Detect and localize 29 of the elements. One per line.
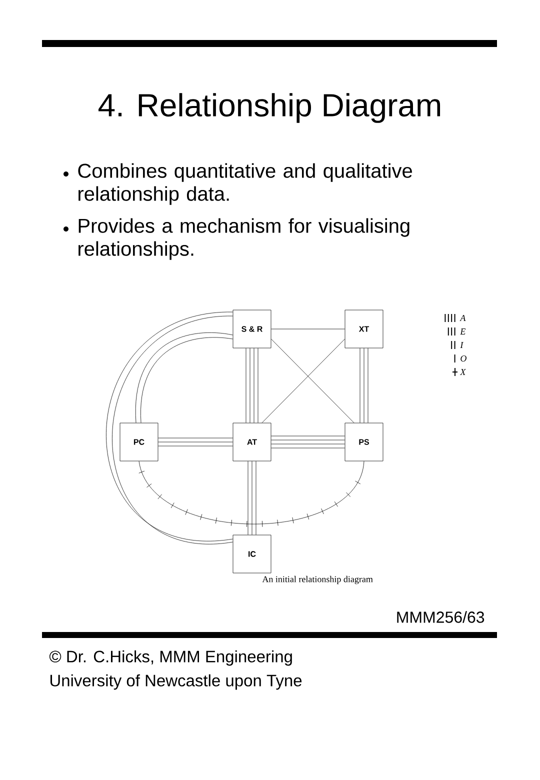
connector [262, 338, 345, 423]
slide-title: 4. Relationship Diagram [98, 93, 440, 123]
process-box: S & R [232, 310, 272, 348]
process-box: PC [120, 422, 158, 462]
legend-entry: A [444, 314, 466, 322]
connector [138, 461, 364, 528]
connector [271, 338, 354, 423]
legend-entry: X [452, 368, 466, 376]
bullet-text: Provides a mechanism for visualising relationships. [78, 218, 410, 260]
footer-text: University of Newcastle upon Tyne [50, 674, 302, 690]
figure-caption: An initial relationship diagram [262, 576, 373, 584]
connector [360, 348, 368, 423]
process-box: IC [232, 534, 272, 574]
process-box: AT [232, 422, 272, 462]
footer-text: © Dr. C.Hicks, MMM Engineering [49, 650, 292, 666]
connector [271, 436, 345, 448]
legend-entry: O [454, 354, 466, 363]
legend-entry: E [448, 327, 466, 336]
process-box: PS [344, 422, 384, 462]
slide-number: MMM256/63 [397, 611, 484, 623]
process-box: XT [344, 310, 384, 348]
connector [158, 438, 233, 446]
legend-entry: I [451, 340, 464, 350]
connector [106, 312, 233, 544]
connector [136, 332, 233, 423]
connector [246, 348, 258, 423]
bullet-text: Combines quantitative and qualitative relationship data. [78, 163, 412, 205]
connector [248, 461, 256, 535]
connector [271, 328, 345, 330]
